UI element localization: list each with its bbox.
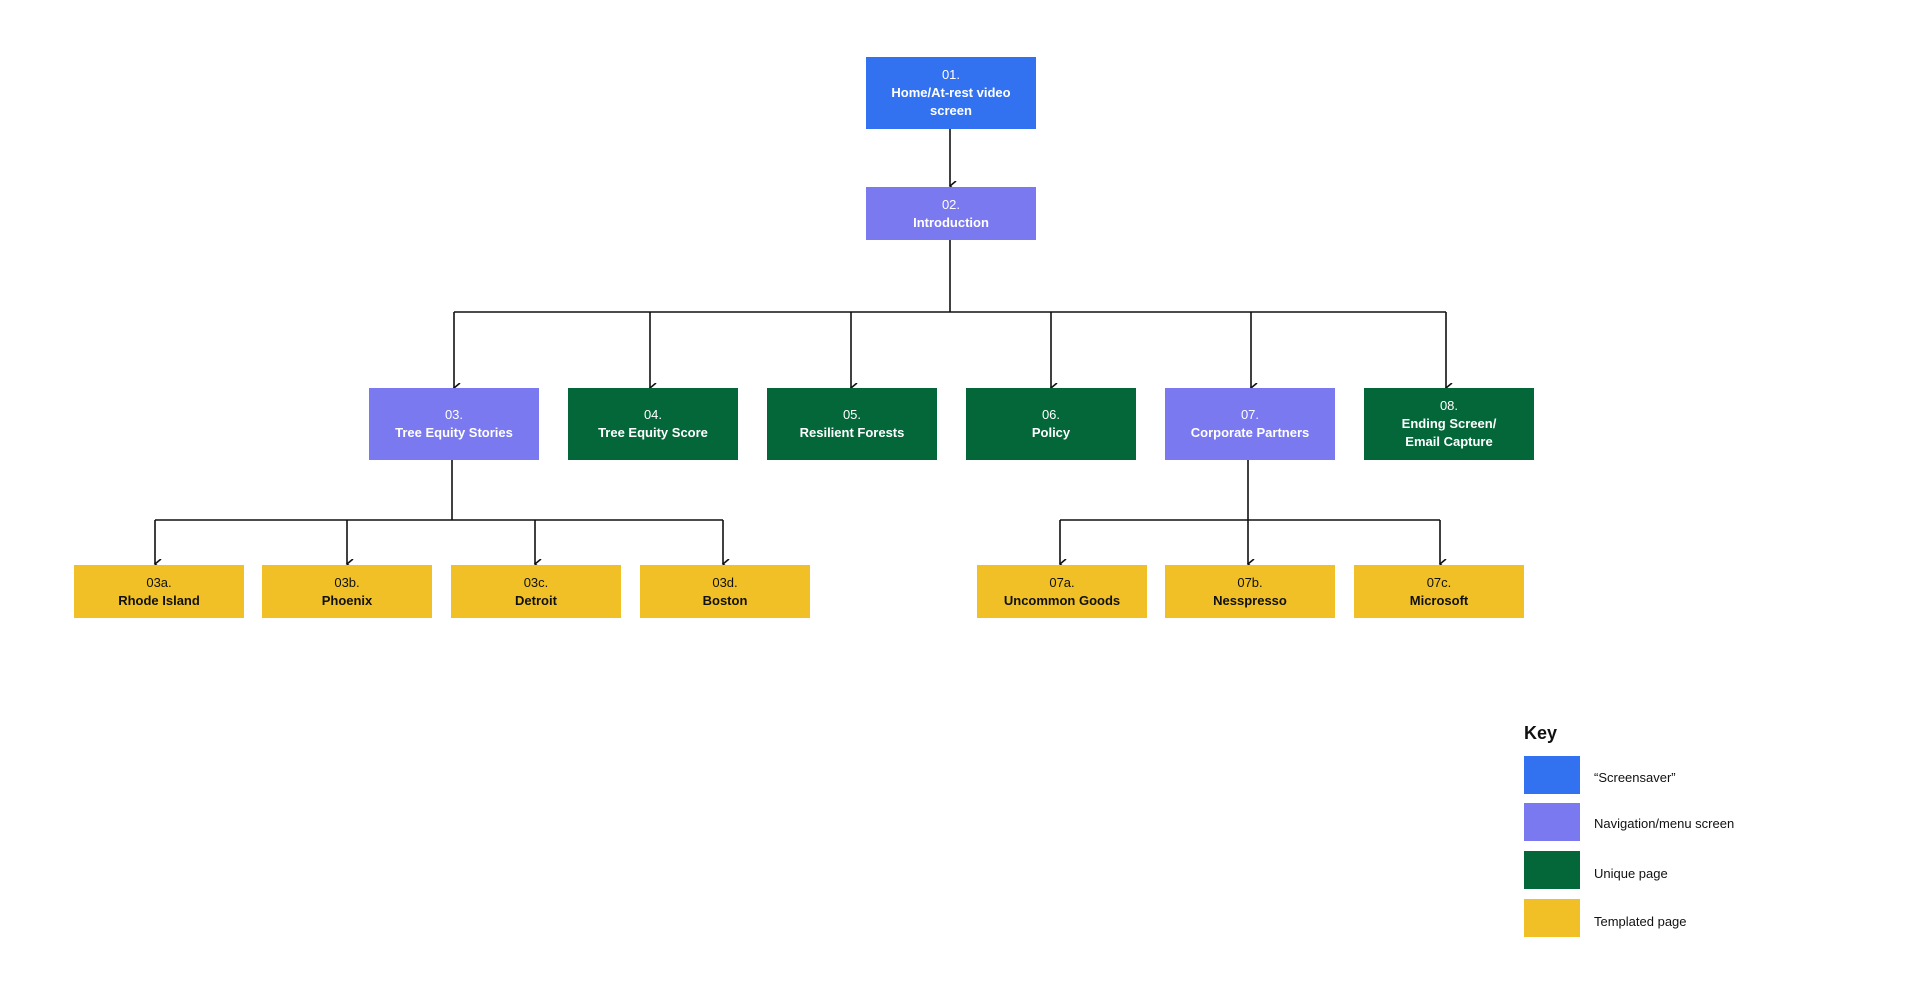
key-swatch-navigation [1524,803,1580,841]
node-label: Rhode Island [118,592,200,608]
key-title: Key [1524,723,1558,743]
node-number: 07. [1240,407,1260,422]
node-number: 03b. [334,574,360,590]
node-07-corporate-partners: 07. Corporate Partners [1165,388,1335,460]
node-number: 03a. [146,574,172,590]
node-08-ending-screen: 08. Ending Screen/ Email Capture [1364,388,1534,460]
node-07a-uncommon-goods: 07a. Uncommon Goods [977,565,1147,618]
node-label: Microsoft [1409,592,1469,608]
node-number: 03. [444,407,464,422]
node-02-introduction: 02. Introduction [866,187,1036,240]
node-label: Home/At-rest video screen [891,85,1011,118]
key-swatch-templated [1524,899,1580,937]
node-label: Resilient Forests [799,425,905,440]
node-03c-detroit: 03c. Detroit [451,565,621,618]
node-label: Introduction [913,214,989,230]
node-number: 02. [941,196,961,212]
key-label-unique: Unique page [1594,866,1668,881]
node-number: 01. [941,67,961,82]
key-swatch-screensaver [1524,756,1580,794]
node-label: Detroit [515,592,557,608]
node-number: 07a. [1049,574,1075,590]
node-number: 03d. [712,574,738,590]
key-label-screensaver: “Screensaver” [1594,770,1676,785]
node-03-tree-equity-stories: 03. Tree Equity Stories [369,388,539,460]
node-label: Ending Screen/ Email Capture [1401,416,1497,449]
node-03b-phoenix: 03b. Phoenix [262,565,432,618]
node-label: Tree Equity Score [598,425,708,440]
node-04-tree-equity-score: 04. Tree Equity Score [568,388,738,460]
node-number: 07c. [1426,574,1452,590]
node-03a-rhode-island: 03a. Rhode Island [74,565,244,618]
key-label-templated: Templated page [1594,914,1687,929]
node-number: 05. [842,407,862,422]
node-03d-boston: 03d. Boston [640,565,810,618]
node-07b-nesspresso: 07b. Nesspresso [1165,565,1335,618]
node-07c-microsoft: 07c. Microsoft [1354,565,1524,618]
node-number: 08. [1439,398,1459,413]
node-label: Corporate Partners [1190,425,1310,440]
node-05-resilient-forests: 05. Resilient Forests [767,388,937,460]
node-06-policy: 06. Policy [966,388,1136,460]
node-label: Policy [1031,425,1071,440]
node-label: Nesspresso [1213,592,1287,608]
node-label: Uncommon Goods [1003,592,1121,608]
node-label: Phoenix [321,592,373,608]
node-number: 07b. [1237,574,1263,590]
node-number: 06. [1041,407,1061,422]
node-label: Boston [702,592,748,608]
node-01-home: 01. Home/At-rest video screen [866,57,1036,129]
key-swatch-unique [1524,851,1580,889]
key-label-navigation: Navigation/menu screen [1594,816,1735,831]
node-number: 04. [643,407,663,422]
node-label: Tree Equity Stories [395,425,513,440]
node-number: 03c. [523,574,549,590]
